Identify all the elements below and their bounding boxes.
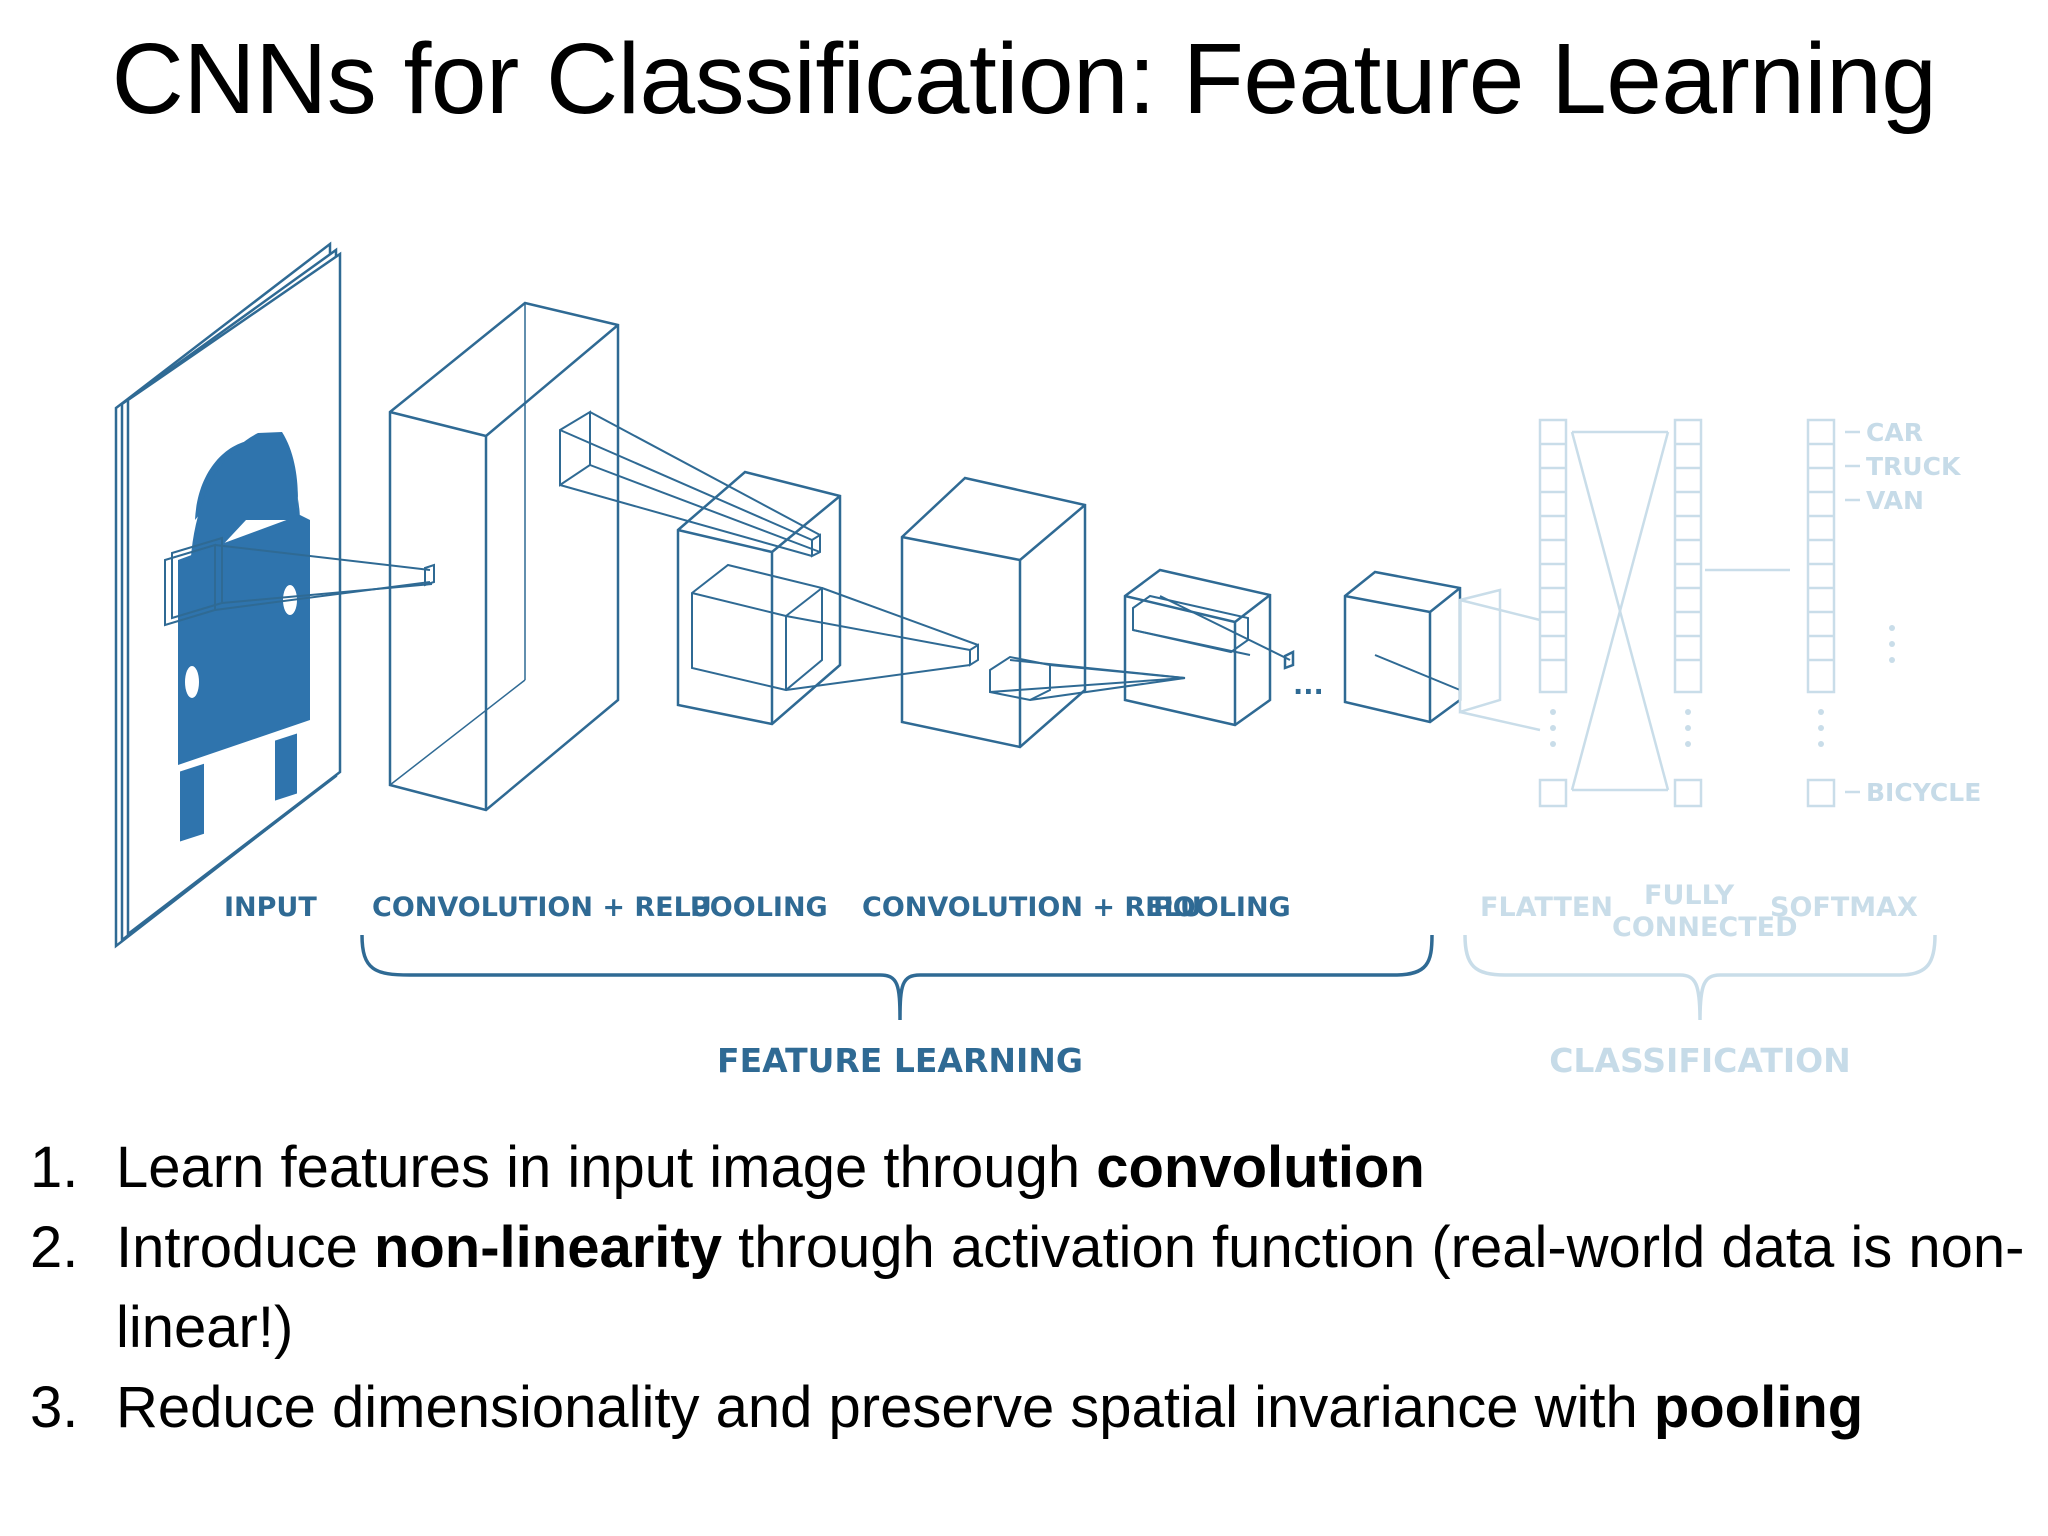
classification-vdots [1550, 625, 1895, 747]
point-text: Learn features in input image through [116, 1135, 1097, 1200]
conv-block-1 [388, 301, 620, 812]
list-item: 2. Introduce non-linearity through activa… [30, 1208, 2030, 1368]
group-label-feature-learning: FEATURE LEARNING [717, 1041, 1083, 1080]
car-icon [178, 432, 310, 842]
stage-label-pooling-2: POOLING [1153, 892, 1291, 923]
point-bold-term: pooling [1653, 1375, 1864, 1440]
stage-label-pooling-1: POOLING [690, 892, 828, 923]
classification-brace [1463, 934, 1937, 1021]
list-number: 3. [30, 1375, 79, 1440]
list-number: 2. [30, 1215, 79, 1280]
layers-ellipsis: ... [1293, 670, 1324, 701]
classification-network [1458, 418, 1860, 808]
conv1-receptive-field [559, 410, 821, 558]
list-item: 1.Learn features in input image through … [30, 1128, 2030, 1208]
conv2-receptive-field [989, 659, 1186, 701]
slide-title: CNNs for Classification: Feature Learnin… [111, 23, 1937, 135]
point-text: Introduce [116, 1215, 374, 1280]
class-label-bicycle: BICYCLE [1866, 778, 1981, 807]
class-label-van: VAN [1866, 486, 1924, 515]
list-item: 3. Reduce dimensionality and preserve spa… [30, 1368, 2030, 1448]
stage-label-fully-connected-2: CONNECTED [1612, 912, 1798, 943]
pool-block-1 [676, 470, 842, 726]
class-label-truck: TRUCK [1866, 452, 1962, 481]
point-bold-term: non-linearity [373, 1215, 722, 1280]
conv-block-2 [900, 476, 1087, 749]
feature-learning-brace [360, 934, 1434, 1021]
pool1-receptive-field [785, 587, 979, 691]
point-bold-term: convolution [1096, 1135, 1425, 1200]
stage-label-softmax: SOFTMAX [1770, 892, 1918, 923]
pool-block-2 [1123, 568, 1295, 727]
point-text-after: through activation function (real-world … [116, 1215, 2025, 1360]
stage-label-input: INPUT [224, 892, 317, 923]
key-points-list: 1.Learn features in input image through … [30, 1128, 2030, 1448]
stage-label-conv-relu-2: CONVOLUTION + RELU [862, 892, 1202, 923]
stage-label-flatten: FLATTEN [1480, 892, 1613, 923]
stage-label-conv-relu-1: CONVOLUTION + RELU [372, 892, 712, 923]
car-headlight-left [185, 666, 199, 698]
stage-label-fully-connected-1: FULLY [1644, 880, 1735, 911]
list-number: 1. [30, 1135, 79, 1200]
input-receptive-field [164, 536, 435, 627]
class-label-car: CAR [1866, 418, 1923, 447]
point-text: Reduce dimensionality and preserve spati… [116, 1375, 1654, 1440]
final-feature-block [1343, 570, 1462, 724]
group-label-classification: CLASSIFICATION [1549, 1041, 1851, 1080]
